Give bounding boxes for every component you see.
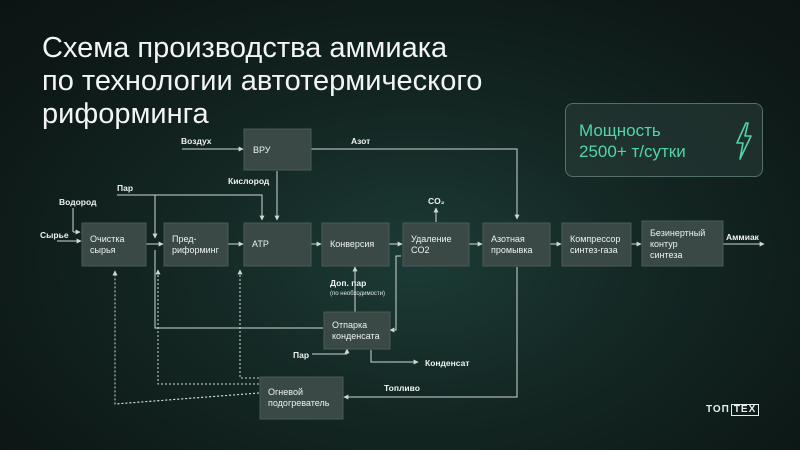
box-stripping-line2: конденсата — [332, 331, 380, 341]
box-atr: ATP — [243, 222, 312, 267]
box-stripping: Отпарка конденсата — [323, 311, 391, 350]
capacity-label: Мощность — [579, 121, 661, 140]
label-ammonia: Аммиак — [726, 232, 760, 242]
title-line-2: по технологии автотермического — [42, 65, 483, 97]
box-co2-removal-line1: Удаление — [411, 234, 452, 244]
box-heater: Огневой подогреватель — [259, 376, 344, 420]
box-compressor-line1: Компрессор — [570, 234, 620, 244]
box-nitrogen-wash-line1: Азотная — [491, 234, 525, 244]
box-conversion: Конверсия — [321, 222, 390, 267]
label-air: Воздух — [181, 136, 212, 146]
box-synthesis-line2: контур — [650, 239, 678, 249]
label-steam-top: Пар — [117, 183, 133, 193]
label-oxygen: Кислород — [228, 176, 270, 186]
box-purification-line2: сырья — [90, 245, 116, 255]
box-nitrogen-wash-line2: промывка — [491, 245, 532, 255]
box-conversion-label: Конверсия — [330, 239, 374, 249]
box-co2-removal-line2: CO2 — [411, 245, 430, 255]
label-fuel: Топливо — [384, 383, 420, 393]
box-heater-line2: подогреватель — [268, 398, 330, 408]
box-compressor-line2: синтез-газа — [570, 245, 618, 255]
box-vru-label: ВРУ — [253, 145, 271, 155]
box-purification: Очистка сырья — [81, 222, 147, 267]
title-line-3: риформинга — [42, 98, 209, 130]
box-prereforming-line1: Пред- — [172, 234, 197, 244]
title-line-1: Схема производства аммиака — [42, 32, 448, 64]
box-purification-line1: Очистка — [90, 234, 124, 244]
box-atr-label: ATP — [252, 239, 269, 249]
label-nitrogen: Азот — [351, 136, 370, 146]
capacity-card: Мощность 2500+ т/сутки — [565, 103, 763, 177]
label-hydrogen: Водород — [59, 197, 97, 207]
box-vru: ВРУ — [243, 128, 312, 171]
box-nitrogen-wash: Азотная промывка — [482, 222, 551, 267]
capacity-value: 2500+ т/сутки — [579, 142, 686, 161]
box-synthesis-line3: синтеза — [650, 250, 682, 260]
logo-part1: ТОП — [706, 404, 730, 415]
box-stripping-line1: Отпарка — [332, 320, 367, 330]
page-title: Схема производства аммиака по технологии… — [42, 32, 562, 131]
label-extra-steam-note: (по необходимости) — [330, 291, 385, 297]
logo-part2: ТЕХ — [730, 404, 760, 416]
box-synthesis-line1: Безинертный — [650, 228, 705, 238]
box-prereforming-line2: риформинг — [172, 245, 220, 255]
box-prereforming: Пред- риформинг — [163, 222, 229, 267]
flow-lines — [57, 146, 765, 405]
box-co2-removal: Удаление CO2 — [402, 222, 470, 267]
label-condensate: Конденсат — [425, 358, 470, 368]
box-synthesis: Безинертный контур синтеза — [641, 220, 724, 267]
label-feed: Сырье — [40, 230, 69, 240]
label-co2: CO₂ — [428, 196, 445, 206]
box-heater-line1: Огневой — [268, 387, 303, 397]
label-extra-steam: Доп. пар — [330, 278, 366, 288]
box-compressor: Компрессор синтез-газа — [561, 222, 632, 267]
label-steam-bottom: Пар — [293, 350, 309, 360]
lightning-icon — [736, 122, 752, 160]
